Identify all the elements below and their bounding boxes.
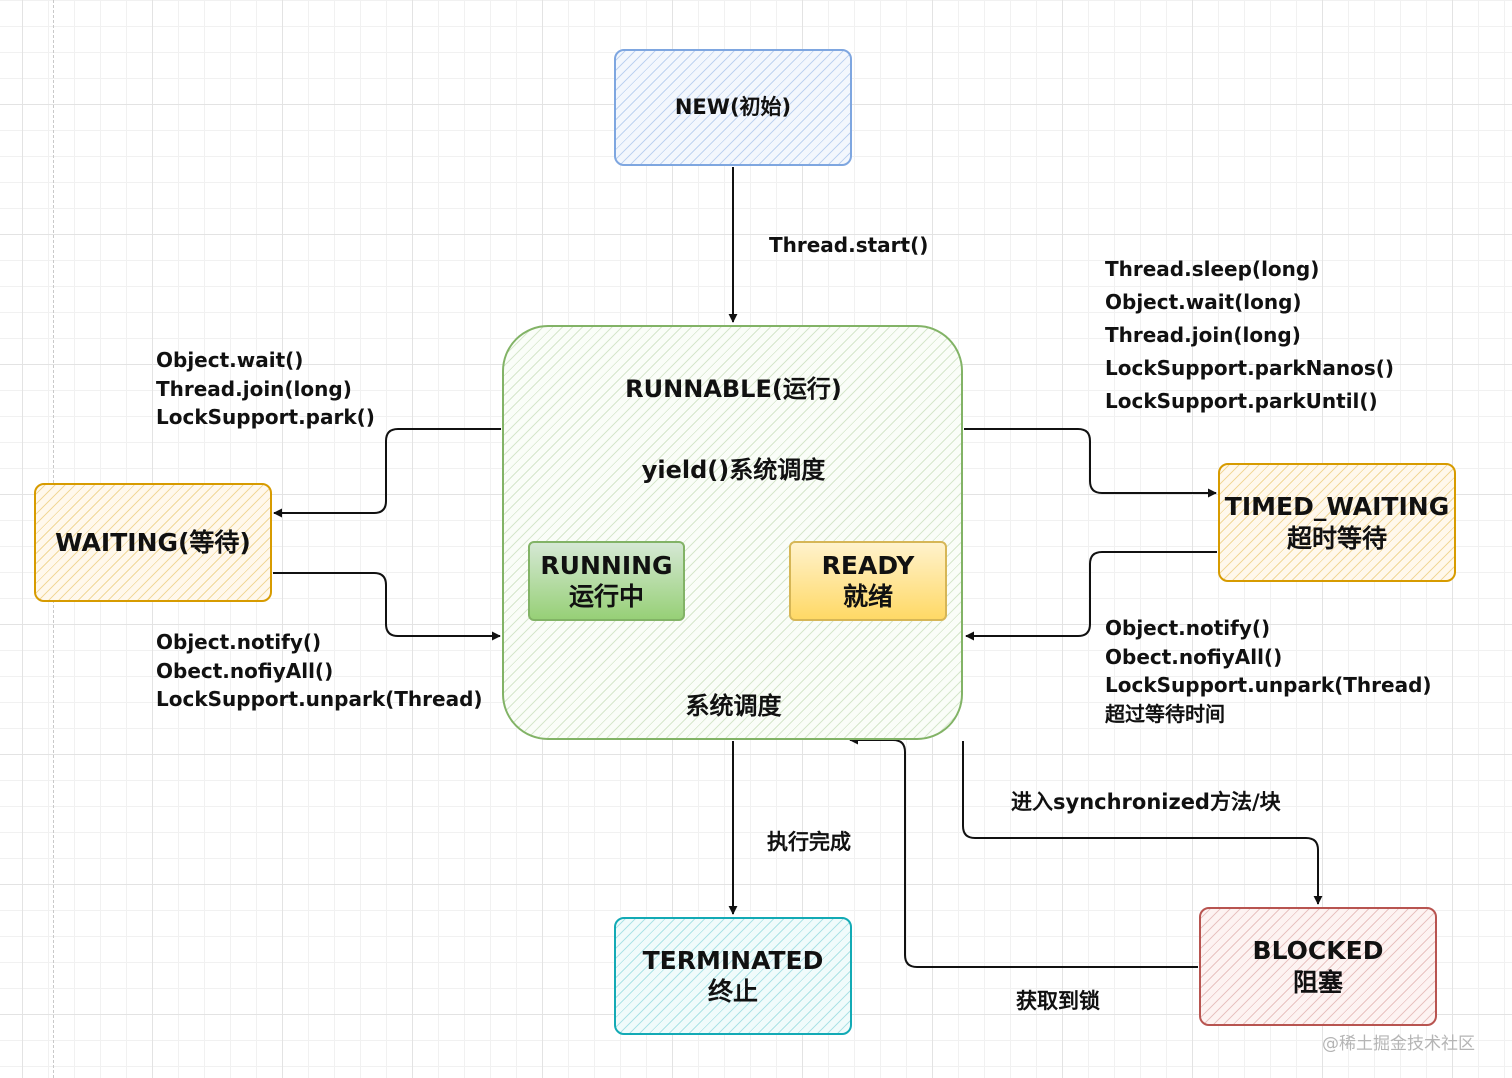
to-timed-waiting-method: Thread.sleep(long): [1105, 257, 1320, 281]
edge-waiting-to-runnable: [273, 572, 501, 641]
state-ready: READY 就绪: [789, 541, 947, 621]
from-waiting-method: Object.notify(): [156, 630, 322, 654]
enter-sync-label: 进入synchronized方法/块: [1011, 790, 1281, 814]
state-timed-waiting-label-zh: 超时等待: [1286, 523, 1387, 553]
state-blocked-label-en: BLOCKED: [1252, 936, 1384, 966]
yield-label: yield()系统调度: [641, 456, 826, 484]
state-ready-label-en: READY: [821, 550, 915, 580]
state-timed-waiting-label-en: TIMED_WAITING: [1224, 492, 1450, 522]
edge-runnable-to-timed-waiting: [964, 428, 1217, 498]
state-runnable: [502, 325, 963, 740]
to-waiting-method: Thread.join(long): [156, 376, 352, 401]
acquire-lock-label: 获取到锁: [1016, 989, 1100, 1013]
state-running-label-en: RUNNING: [540, 550, 673, 580]
from-waiting-method: LockSupport.unpark(Thread): [156, 687, 483, 711]
state-terminated-label-en: TERMINATED: [642, 945, 824, 975]
state-terminated: TERMINATED 终止: [614, 917, 852, 1035]
state-new-label: NEW(初始): [674, 95, 792, 120]
state-running-label-zh: 运行中: [568, 582, 644, 611]
to-timed-waiting-method: Object.wait(long): [1105, 290, 1302, 314]
state-waiting-label: WAITING(等待): [55, 527, 251, 557]
to-timed-waiting-methods: Thread.sleep(long) Object.wait(long) Thr…: [1105, 253, 1394, 418]
to-waiting-method: LockSupport.park(): [156, 405, 375, 429]
state-waiting: WAITING(等待): [34, 483, 272, 602]
state-runnable-label: RUNNABLE(运行): [625, 375, 842, 403]
from-timed-waiting-method: Object.notify(): [1105, 616, 1271, 640]
to-timed-waiting-method: LockSupport.parkUntil(): [1105, 389, 1378, 413]
from-timed-waiting-methods: Object.notify() Obect.nofiyAll() LockSup…: [1105, 614, 1432, 728]
state-ready-label-zh: 就绪: [842, 582, 893, 611]
from-timed-waiting-method: Obect.nofiyAll(): [1105, 644, 1283, 669]
to-timed-waiting-method: LockSupport.parkNanos(): [1105, 356, 1395, 380]
state-blocked-label-zh: 阻塞: [1292, 967, 1343, 997]
to-waiting-method: Object.wait(): [156, 348, 304, 372]
from-waiting-methods: Object.notify() Obect.nofiyAll() LockSup…: [156, 628, 483, 714]
state-running: RUNNING 运行中: [528, 541, 685, 621]
edge-runnable-to-waiting: [273, 428, 501, 518]
edge-timed-waiting-to-runnable: [965, 551, 1217, 641]
edge-runnable-to-blocked: [962, 741, 1323, 905]
from-waiting-method: Obect.nofiyAll(): [156, 658, 334, 683]
state-blocked: BLOCKED 阻塞: [1199, 907, 1437, 1026]
state-timed-waiting: TIMED_WAITING 超时等待: [1218, 463, 1456, 582]
system-schedule-label: 系统调度: [685, 692, 782, 720]
from-timed-waiting-method: LockSupport.unpark(Thread): [1105, 673, 1432, 697]
finished-label: 执行完成: [767, 830, 851, 854]
edge-blocked-to-runnable: [849, 735, 1198, 968]
to-waiting-methods: Object.wait() Thread.join(long) LockSupp…: [156, 346, 375, 432]
from-timed-waiting-method: 超过等待时间: [1105, 701, 1225, 726]
watermark-text: @稀土掘金技术社区: [1322, 1034, 1475, 1054]
to-timed-waiting-method: Thread.join(long): [1105, 323, 1301, 347]
state-new: NEW(初始): [614, 49, 852, 166]
state-terminated-label-zh: 终止: [707, 977, 758, 1006]
thread-start-label: Thread.start(): [769, 233, 929, 257]
